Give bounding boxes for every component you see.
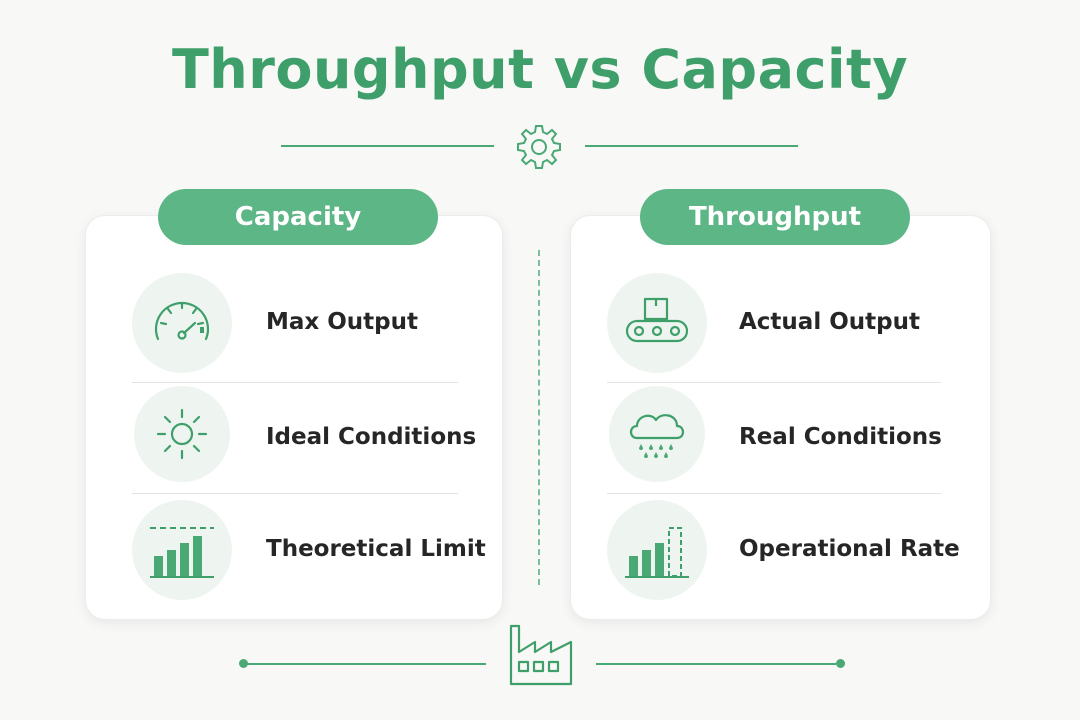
bottom-dot-right [836,659,845,668]
bottom-dot-left [239,659,248,668]
gear-icon [517,125,561,169]
throughput-item-label: Real Conditions [739,424,942,450]
capacity-card: Max Output Ideal Conditions [85,215,503,620]
bar-chart-limit-icon [132,500,232,600]
speedometer-icon [132,273,232,373]
title-rule-right [585,145,798,147]
throughput-item-operational-rate: Operational Rate [571,496,990,606]
sun-icon [134,386,230,482]
throughput-item-label: Actual Output [739,309,920,335]
throughput-header: Throughput [640,189,910,245]
rain-cloud-icon [609,386,705,482]
throughput-card: Actual Output Real Conditions [570,215,991,620]
throughput-item-real-conditions: Real Conditions [571,384,990,494]
factory-icon [509,624,573,686]
capacity-item-ideal-conditions: Ideal Conditions [86,384,502,494]
title-rule-left [281,145,494,147]
page-title: Throughput vs Capacity [171,38,909,101]
bottom-rule-right [596,663,836,665]
capacity-header: Capacity [158,189,438,245]
divider [607,382,941,383]
capacity-item-label: Theoretical Limit [266,536,486,562]
divider [132,382,458,383]
capacity-item-max-output: Max Output [86,269,502,379]
capacity-item-theoretical-limit: Theoretical Limit [86,496,502,606]
capacity-item-label: Max Output [266,309,419,335]
center-separator [538,250,540,585]
bottom-rule-left [246,663,486,665]
throughput-item-label: Operational Rate [739,536,960,562]
divider [132,493,458,494]
bar-chart-rate-icon [607,500,707,600]
throughput-item-actual-output: Actual Output [571,269,990,379]
conveyor-belt-icon [607,273,707,373]
capacity-item-label: Ideal Conditions [266,424,477,450]
divider [607,493,941,494]
